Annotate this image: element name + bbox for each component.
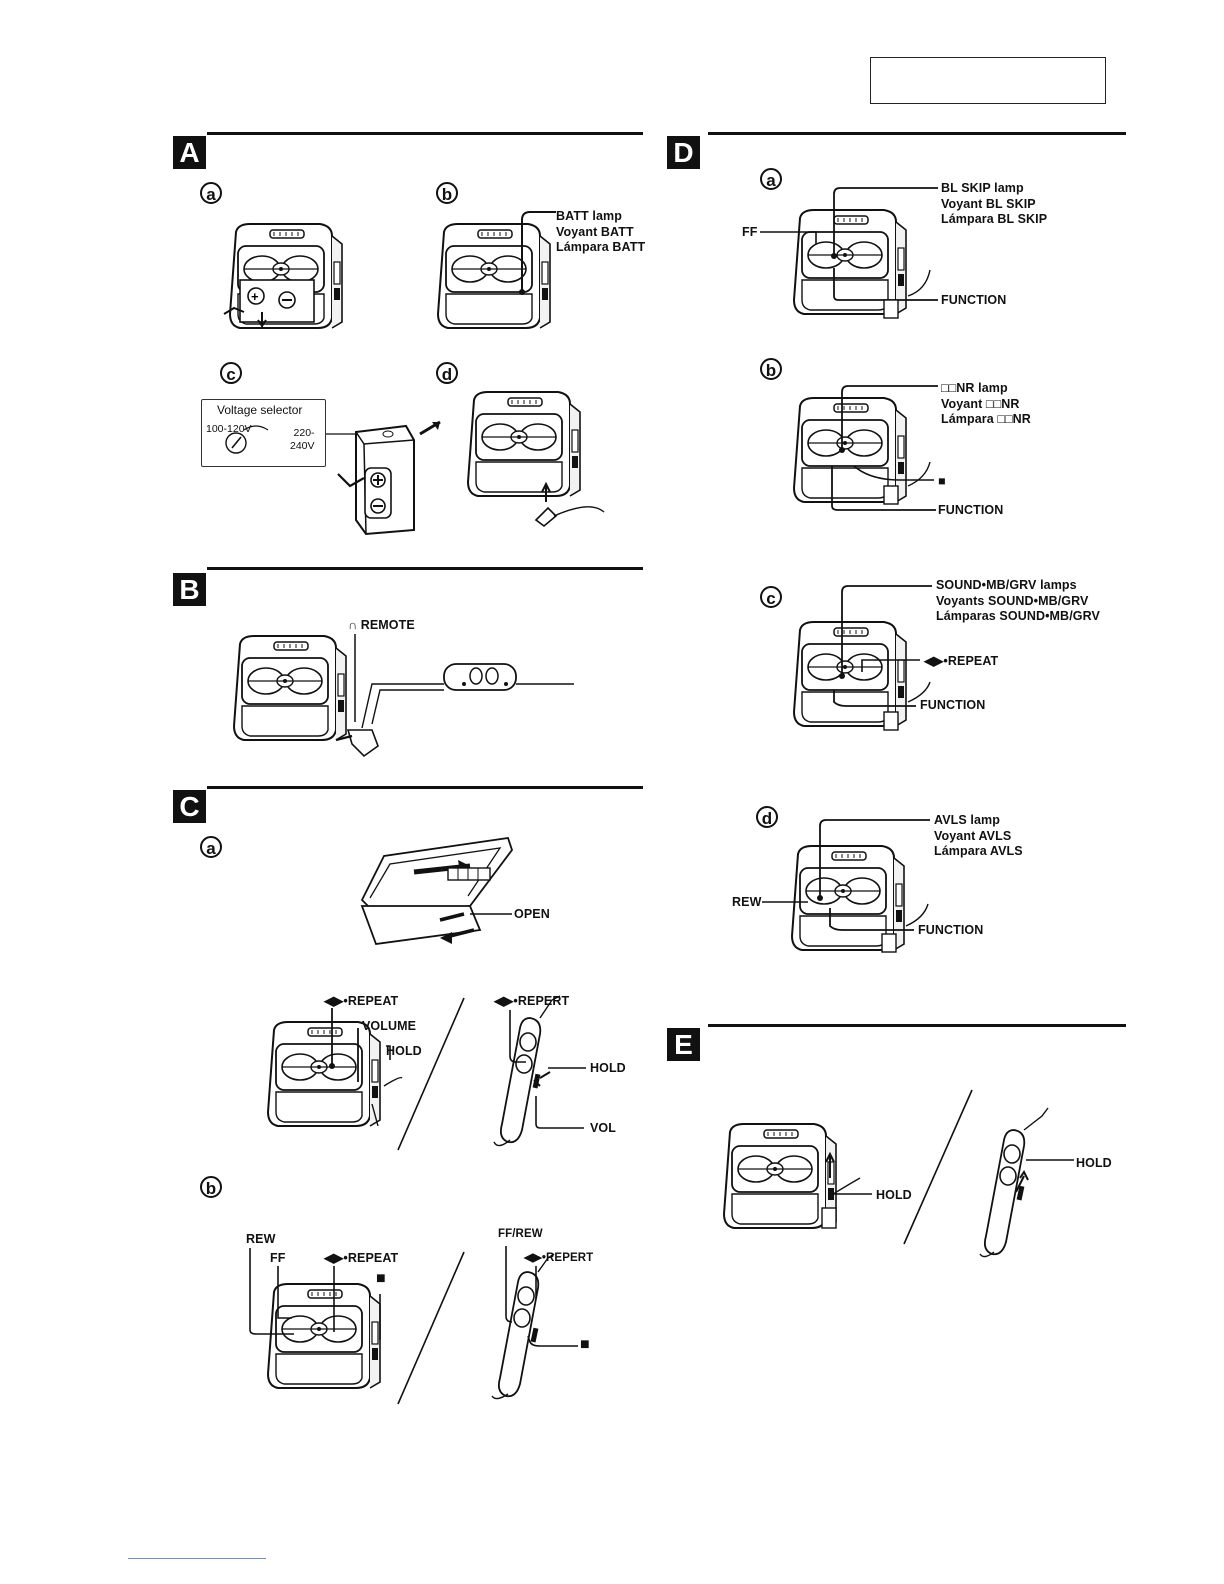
d-d-function-label: FUNCTION bbox=[918, 923, 984, 937]
c-b-rew-label: REW bbox=[246, 1232, 276, 1246]
c-b-stop-label: ■ bbox=[376, 1270, 386, 1287]
section-letter-d: D bbox=[667, 136, 700, 169]
section-letter-b: B bbox=[173, 573, 206, 606]
d-c-lamp-label: SOUND•MB/GRV lamps Voyants SOUND•MB/GRV … bbox=[936, 578, 1100, 623]
voltage-high: 220- 240V bbox=[290, 427, 315, 452]
c-b-ff-label: FF bbox=[270, 1251, 286, 1265]
step-a-a: a bbox=[200, 182, 222, 204]
e-hold-remote-label: HOLD bbox=[1076, 1156, 1112, 1170]
c-a-hold-label: HOLD bbox=[386, 1044, 422, 1058]
c-b-repert-label: ◀▶•REPERT bbox=[524, 1252, 594, 1264]
d-a-function-label: FUNCTION bbox=[941, 293, 1007, 307]
step-a-b: b bbox=[436, 182, 458, 204]
d-b-function-label: FUNCTION bbox=[938, 503, 1004, 517]
step-d-c: c bbox=[760, 586, 782, 608]
voltage-selector-title: Voltage selector bbox=[217, 403, 303, 417]
c-a-remote-hold-label: HOLD bbox=[590, 1061, 626, 1075]
d-d-rew-label: REW bbox=[732, 895, 762, 909]
batt-lamp-label: BATT lamp Voyant BATT Lámpara BATT bbox=[556, 209, 646, 254]
d-b-lamp-label: □□NR lamp Voyant □□NR Lámpara □□NR bbox=[941, 381, 1031, 426]
voltage-selector-box bbox=[201, 399, 326, 467]
d-c-repeat-label: ◀▶•REPEAT bbox=[924, 654, 999, 668]
c-b-remote-stop-label: ■ bbox=[580, 1336, 590, 1353]
step-d-d: d bbox=[756, 806, 778, 828]
step-d-b: b bbox=[760, 358, 782, 380]
e-hold-unit-label: HOLD bbox=[876, 1188, 912, 1202]
d-b-stop-label: ■ bbox=[938, 474, 946, 488]
d-a-ff-label: FF bbox=[742, 225, 758, 239]
c-a-repeat-label: ◀▶•REPEAT bbox=[324, 994, 399, 1008]
svg-text:+: + bbox=[251, 289, 259, 304]
section-letter-a: A bbox=[173, 136, 206, 169]
step-a-d: d bbox=[436, 362, 458, 384]
d-a-lamp-label: BL SKIP lamp Voyant BL SKIP Lámpara BL S… bbox=[941, 181, 1048, 226]
c-a-volume-label: VOLUME bbox=[362, 1019, 417, 1033]
c-b-ffrew-label: FF/REW bbox=[498, 1228, 543, 1240]
footer-link-underline[interactable] bbox=[128, 1558, 266, 1559]
d-d-lamp-label: AVLS lamp Voyant AVLS Lámpara AVLS bbox=[934, 813, 1023, 858]
step-c-b: b bbox=[200, 1176, 222, 1198]
step-c-a: a bbox=[200, 836, 222, 858]
d-c-function-label: FUNCTION bbox=[920, 698, 986, 712]
step-a-c: c bbox=[220, 362, 242, 384]
open-label: OPEN bbox=[514, 907, 550, 921]
header-box bbox=[870, 57, 1106, 104]
c-a-repert-label: ◀▶•REPERT bbox=[494, 994, 570, 1008]
section-letter-c: C bbox=[173, 790, 206, 823]
step-d-a: a bbox=[760, 168, 782, 190]
voltage-low: 100-120V bbox=[206, 423, 252, 435]
c-a-vol-label: VOL bbox=[590, 1121, 616, 1135]
section-letter-e: E bbox=[667, 1028, 700, 1061]
remote-jack-label: ∩ REMOTE bbox=[348, 618, 415, 632]
c-b-repeat-label: ◀▶•REPEAT bbox=[324, 1251, 399, 1265]
